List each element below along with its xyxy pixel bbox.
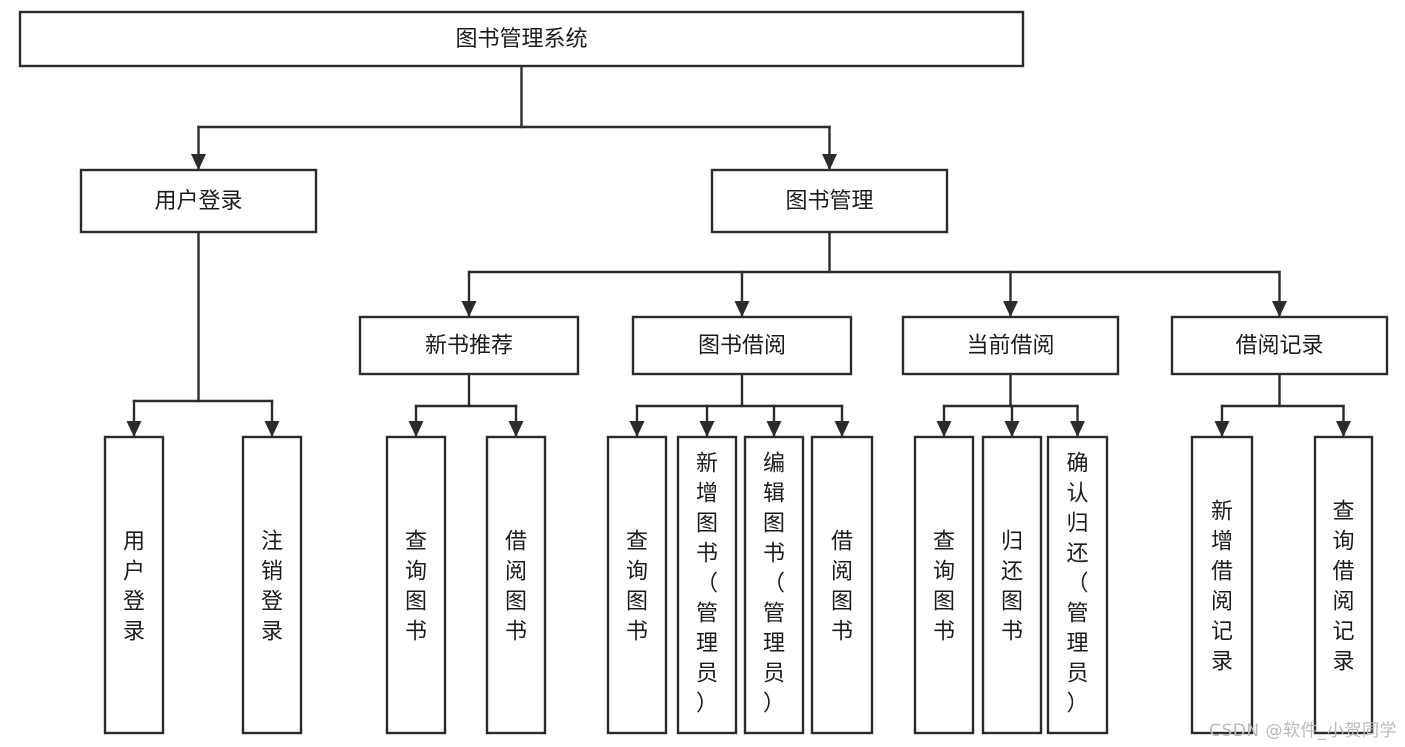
node-leaf-user-login[interactable]: 用户登录 bbox=[103, 435, 165, 735]
node-leaf-borrow-book-1[interactable]: 借阅图书 bbox=[485, 435, 547, 735]
node-new-book-rec[interactable]: 新书推荐 bbox=[358, 315, 580, 376]
edge-group-book-manage bbox=[461, 230, 1287, 318]
edge-group-borrow-record bbox=[1214, 372, 1351, 438]
node-current-borrow[interactable]: 当前借阅 bbox=[901, 315, 1120, 376]
node-leaf-query-book-3[interactable]: 查询图书 bbox=[913, 435, 975, 735]
node-leaf-add-record[interactable]: 新增借阅记录 bbox=[1190, 435, 1254, 735]
node-label: 借阅图书 bbox=[831, 529, 853, 644]
node-leaf-query-record[interactable]: 查询借阅记录 bbox=[1313, 435, 1374, 735]
node-label: 新增图书（管理员） bbox=[696, 451, 718, 716]
watermark-label: CSDN @软件_小贺同学 bbox=[1209, 721, 1397, 741]
node-label: 借阅记录 bbox=[1235, 334, 1323, 359]
node-leaf-query-book-1[interactable]: 查询图书 bbox=[385, 435, 447, 735]
connector-edges-layer bbox=[126, 64, 1351, 438]
node-leaf-add-book[interactable]: 新增图书（管理员） bbox=[676, 435, 738, 735]
node-root[interactable]: 图书管理系统 bbox=[18, 10, 1025, 68]
node-leaf-borrow-book-2[interactable]: 借阅图书 bbox=[810, 435, 874, 735]
node-boxes-layer: 图书管理系统用户登录图书管理新书推荐图书借阅当前借阅借阅记录用户登录注销登录查询… bbox=[18, 10, 1389, 735]
node-label: 查询图书 bbox=[626, 529, 648, 644]
node-label: 查询借阅记录 bbox=[1332, 499, 1354, 674]
node-leaf-query-book-2[interactable]: 查询图书 bbox=[606, 435, 668, 735]
edge-group-user-login bbox=[126, 230, 280, 438]
node-leaf-confirm-return[interactable]: 确认归还（管理员） bbox=[1046, 435, 1109, 735]
node-label: 归还图书 bbox=[1001, 529, 1023, 644]
node-label: 用户登录 bbox=[123, 529, 145, 644]
node-label: 图书管理 bbox=[785, 189, 873, 214]
node-user-login[interactable]: 用户登录 bbox=[79, 168, 318, 234]
edge-group-book-borrow bbox=[629, 372, 850, 438]
node-label: 图书管理系统 bbox=[455, 27, 587, 52]
node-leaf-logout[interactable]: 注销登录 bbox=[241, 435, 303, 735]
node-label: 当前借阅 bbox=[966, 334, 1054, 359]
node-label: 用户登录 bbox=[154, 189, 242, 214]
node-borrow-record[interactable]: 借阅记录 bbox=[1170, 315, 1389, 376]
node-book-borrow[interactable]: 图书借阅 bbox=[631, 315, 853, 376]
node-book-manage[interactable]: 图书管理 bbox=[710, 168, 949, 234]
node-label: 确认归还（管理员） bbox=[1066, 451, 1088, 716]
node-label: 查询图书 bbox=[933, 529, 955, 644]
node-leaf-edit-book[interactable]: 编辑图书（管理员） bbox=[743, 435, 805, 735]
edge-group-current-borrow bbox=[936, 372, 1085, 438]
edge-group-new-book-rec bbox=[408, 372, 524, 438]
node-label: 编辑图书（管理员） bbox=[763, 451, 785, 716]
node-label: 注销登录 bbox=[261, 529, 283, 644]
node-leaf-return-book[interactable]: 归还图书 bbox=[981, 435, 1043, 735]
node-label: 新书推荐 bbox=[425, 334, 513, 359]
node-label: 图书借阅 bbox=[698, 334, 786, 359]
node-label: 借阅图书 bbox=[505, 529, 527, 644]
node-label: 查询图书 bbox=[405, 529, 427, 644]
node-label: 新增借阅记录 bbox=[1211, 499, 1233, 674]
edge-group-root bbox=[191, 64, 837, 171]
